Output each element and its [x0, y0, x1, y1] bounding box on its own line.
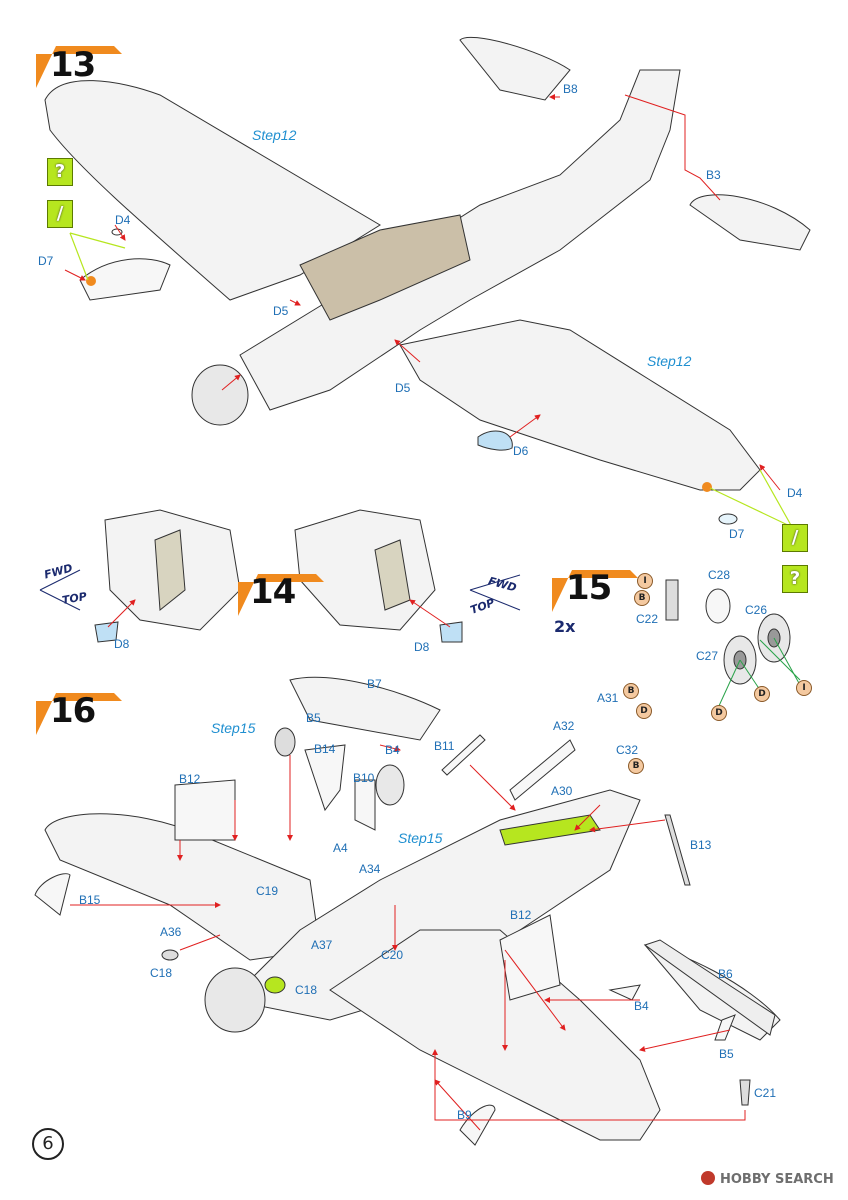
part-label: A30	[551, 784, 573, 798]
part-label: A4	[333, 841, 348, 855]
step-ref-wing-left: Step12	[252, 127, 297, 143]
step-badge-16-shape	[36, 693, 122, 735]
question-icon: ?	[47, 158, 73, 186]
color-badge-i: I	[796, 680, 812, 696]
part-label: B10	[353, 771, 375, 785]
step-number-16: 16	[50, 691, 96, 731]
step13-guides	[69, 232, 793, 528]
part-label: B3	[706, 168, 721, 182]
step-badge-13-shape	[36, 46, 122, 88]
part-label: B4	[385, 743, 400, 757]
step-ref-wing-right: Step12	[647, 353, 692, 369]
part-label: D5	[395, 381, 411, 395]
step-number-14: 14	[250, 572, 296, 612]
color-badge-i: I	[637, 573, 653, 589]
step-badge-14-shape	[238, 574, 324, 616]
watermark-text: HOBBY SEARCH	[720, 1172, 834, 1187]
part-label: D8	[114, 637, 130, 651]
part-label: B14	[314, 742, 336, 756]
part-label: D6	[513, 444, 529, 458]
step-ref-wheel-right: Step15	[398, 830, 443, 846]
step13-aircraft	[44, 36, 811, 525]
question-icon: ?	[782, 565, 808, 593]
part-label: B5	[306, 711, 321, 725]
part-label: B11	[434, 739, 455, 753]
part-label: A34	[359, 862, 381, 876]
color-badge-d: D	[636, 703, 652, 719]
step13-arrows	[64, 94, 781, 491]
color-badge-d: D	[754, 686, 770, 702]
paint-option-icon: /	[782, 524, 808, 552]
part-label: B8	[563, 82, 578, 96]
part-label: A37	[311, 938, 333, 952]
part-label: C32	[616, 743, 639, 757]
part-label: A32	[553, 719, 575, 733]
page-number: 6	[32, 1128, 64, 1160]
step-badge-15-shape	[552, 570, 638, 612]
step16-arrows	[70, 744, 746, 1131]
part-label: B15	[79, 893, 101, 907]
step-number-13: 13	[50, 45, 96, 85]
color-badge-b: B	[628, 758, 644, 774]
part-label: C18	[150, 966, 173, 980]
part-label: C21	[754, 1086, 777, 1100]
part-label: B6	[718, 967, 733, 981]
part-label: C26	[745, 603, 768, 617]
part-label: C20	[381, 948, 404, 962]
part-label: A36	[160, 925, 182, 939]
step-number-15: 15	[566, 568, 612, 608]
part-label: B4	[634, 999, 649, 1013]
part-label: D4	[115, 213, 131, 227]
part-label: D4	[787, 486, 803, 500]
part-label: B9	[457, 1108, 472, 1122]
part-label: B12	[179, 772, 201, 786]
part-label: B7	[367, 677, 382, 691]
part-label: C19	[256, 884, 279, 898]
part-label: C22	[636, 612, 659, 626]
multiplier-label: 2x	[554, 617, 576, 636]
part-label: D7	[38, 254, 54, 268]
part-label: A31	[597, 691, 619, 705]
part-label: C27	[696, 649, 719, 663]
part-label: D7	[729, 527, 745, 541]
color-badge-d: D	[711, 705, 727, 721]
color-badge-b: B	[623, 683, 639, 699]
part-label: B13	[690, 838, 712, 852]
color-badge-b: B	[634, 590, 650, 606]
part-label: D5	[273, 304, 289, 318]
watermark-logo-icon	[701, 1171, 715, 1185]
part-label: D8	[414, 640, 430, 654]
part-label: C28	[708, 568, 731, 582]
step-ref-wheel-left: Step15	[211, 720, 256, 736]
step15-wheels	[665, 579, 791, 685]
part-label: B5	[719, 1047, 734, 1061]
step14-details	[39, 509, 521, 643]
step16-aircraft	[34, 676, 781, 1146]
paint-option-icon: /	[47, 200, 73, 228]
part-label: C18	[295, 983, 318, 997]
part-label: B12	[510, 908, 532, 922]
